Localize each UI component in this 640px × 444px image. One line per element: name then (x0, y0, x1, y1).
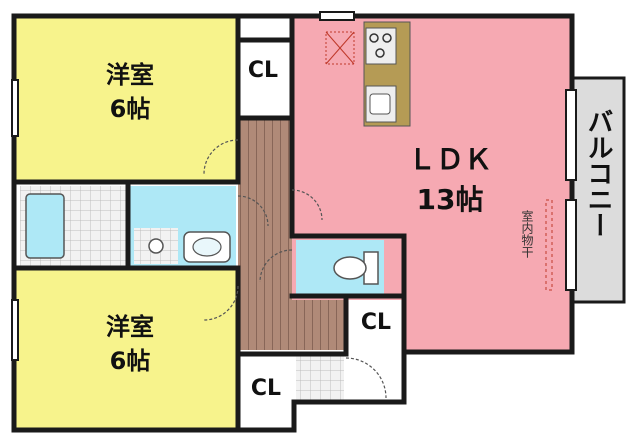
ldk-label: ＬＤＫ 13帖 (390, 140, 510, 220)
bathtub (25, 193, 65, 259)
burner-icon (382, 33, 392, 43)
toilet-bowl (333, 256, 367, 280)
western-room-top (16, 18, 238, 182)
vanity-sink (192, 237, 222, 257)
closet-middle (348, 300, 404, 350)
kitchen-sink-basin (369, 93, 391, 115)
hallway-floor (238, 118, 292, 350)
closet-bottom-label: CL (250, 376, 282, 401)
closet-bottom (238, 356, 294, 428)
ldk-name: ＬＤＫ (407, 143, 492, 176)
walls (11, 13, 575, 433)
door-swings (203, 139, 387, 399)
western-room-bottom-name: 洋室 (106, 313, 154, 341)
closet-middle-label: CL (360, 310, 392, 335)
western-room-top-name: 洋室 (106, 61, 154, 89)
indoor-drying-label: 室内物干 (520, 210, 534, 258)
western-room-bottom-label: 洋室 6帖 (80, 310, 180, 378)
kitchen-stove (365, 27, 397, 65)
entrance (296, 354, 344, 402)
western-room-bottom-size: 6帖 (109, 347, 151, 375)
windows (11, 11, 577, 361)
fridge-space-cross (325, 31, 355, 65)
western-room-bottom (16, 270, 238, 430)
closet-top (238, 42, 288, 116)
burner-icon (375, 48, 385, 58)
ldk-size: 13帖 (416, 183, 484, 216)
indoor-drying-rail (545, 199, 553, 291)
hallway-floor-lower (292, 300, 348, 350)
washing-machine-drain (148, 238, 164, 254)
western-room-top-label: 洋室 6帖 (80, 58, 180, 126)
burner-icon (369, 33, 379, 43)
balcony-label: バルコニー (583, 108, 613, 238)
western-room-top-size: 6帖 (109, 95, 151, 123)
closet-top-label: CL (247, 58, 279, 83)
